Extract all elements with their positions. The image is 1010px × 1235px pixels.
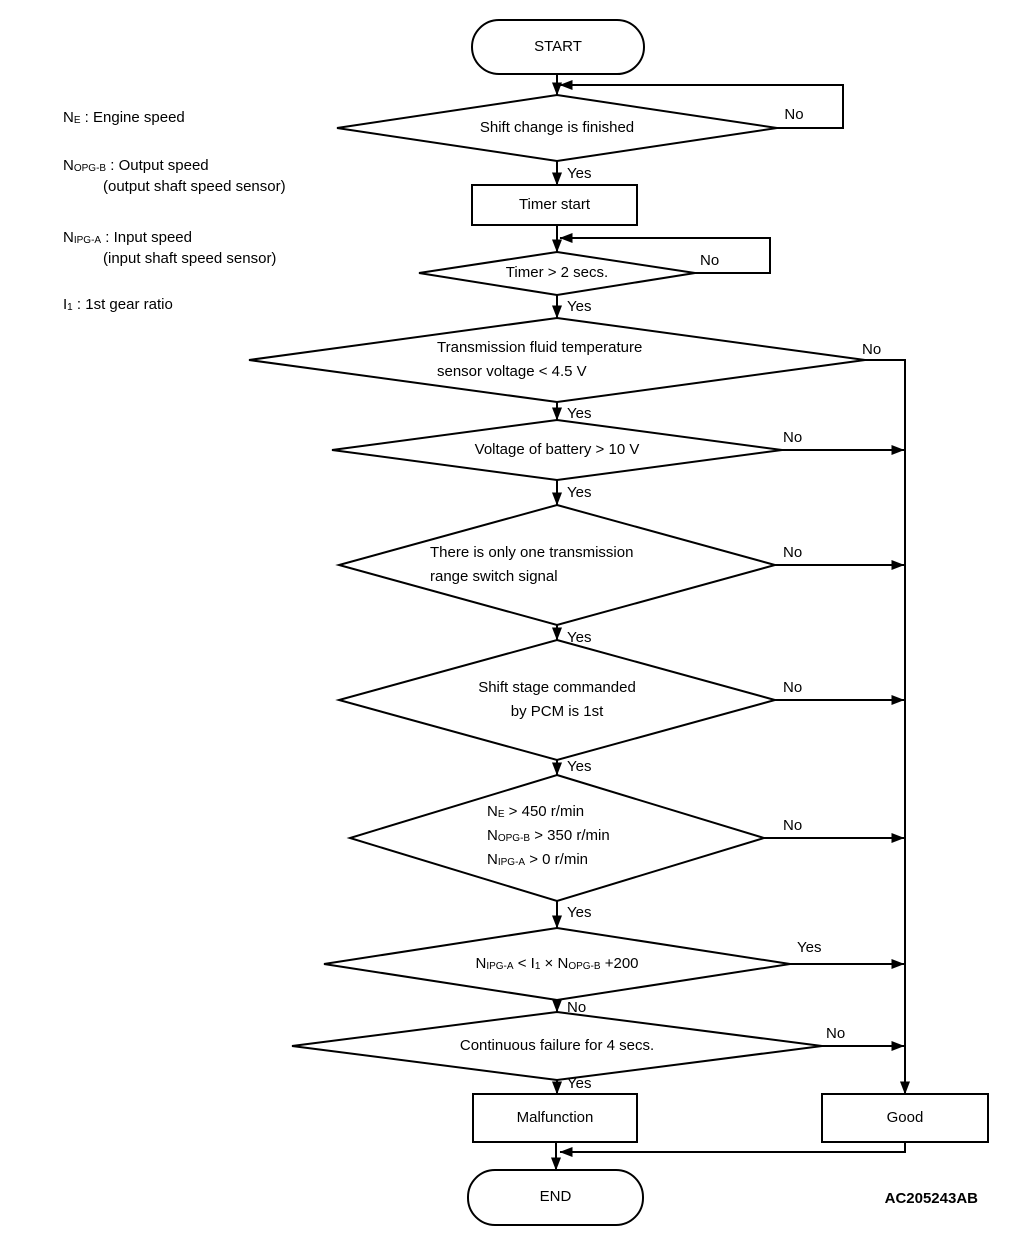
yes-label-shift-change: Yes [567,165,592,182]
yes-label-continuous-failure: Yes [567,1075,592,1092]
no-label-fluid-temp: No [862,341,882,358]
malfunction-label: Malfunction [516,1109,594,1126]
decision-speed-formula [323,926,791,1002]
continuous-failure-label: Continuous failure for 4 secs. [459,1037,655,1054]
yes-label-shift-stage: Yes [567,758,592,775]
yes-label-speeds: Yes [567,904,592,921]
speed-condition-input: NIPG-A > 0 r/min [487,851,589,868]
yes-label-battery: Yes [567,484,592,501]
legend-item-engine-speed: NE : Engine speed [63,109,185,126]
decision-continuous-failure [291,1010,823,1082]
edge-fluid-temp-no-collector [865,359,910,1095]
speed-conditions-label: NE > 450 r/min NOPG-B > 350 r/min NIPG-A… [487,800,747,872]
legend-item-input-speed: NIPG-A : Input speed [63,229,192,246]
decision-timer [418,250,696,297]
start-label: START [534,38,582,55]
yes-label-range-switch: Yes [567,629,592,646]
no-label-timer: No [700,252,720,269]
no-label-range-switch: No [783,544,803,561]
terminal-end [467,1169,644,1226]
yes-label-formula: Yes [797,939,822,956]
decision-shift-stage [335,638,779,762]
process-malfunction [472,1093,638,1143]
legend-item-gear-ratio: I1 : 1st gear ratio [63,296,173,313]
legend-note-output-speed: (output shaft speed sensor) [103,178,286,195]
speed-condition-output: NOPG-B > 350 r/min [487,827,610,844]
legend-item-output-speed: NOPG-B : Output speed [63,157,209,174]
terminal-start [471,19,645,75]
process-good [821,1093,989,1143]
speed-condition-engine: NE > 450 r/min [487,803,585,820]
decision-range-switch-signal [335,503,779,627]
good-label: Good [886,1109,924,1126]
no-label-speeds: No [783,817,803,834]
end-label: END [539,1188,572,1205]
decision-shift-change-finished [336,93,778,163]
timer-start-label: Timer start [518,196,591,213]
decision-fluid-temp-voltage [248,316,866,404]
decision-speed-conditions [346,773,768,903]
no-label-shift-change: No [784,106,804,123]
edge-good-to-merge [559,1142,906,1157]
yes-label-fluid-temp: Yes [567,405,592,422]
edge-shift-change-no-loop [559,80,844,129]
battery-label: Voltage of battery > 10 V [474,441,640,458]
range-switch-label: There is only one transmission range swi… [430,544,634,585]
figure-code: AC205243AB [884,1190,978,1207]
shift-stage-label: Shift stage commanded by PCM is 1st [478,679,636,720]
no-label-continuous-failure: No [826,1025,846,1042]
speed-formula-label: NIPG-A < I1 × NOPG-B +200 [475,955,639,972]
decision-battery-voltage [331,418,783,482]
fluid-temp-label: Transmission fluid temperature sensor vo… [437,339,643,380]
no-label-shift-stage: No [783,679,803,696]
shift-change-label: Shift change is finished [479,119,635,136]
timer-label: Timer > 2 secs. [505,264,609,281]
no-label-formula: No [567,999,587,1016]
edge-timer-no-loop [559,233,771,274]
legend-note-input-speed: (input shaft speed sensor) [103,250,277,267]
no-label-battery: No [783,429,803,446]
process-timer-start [471,184,638,226]
yes-label-timer: Yes [567,298,592,315]
